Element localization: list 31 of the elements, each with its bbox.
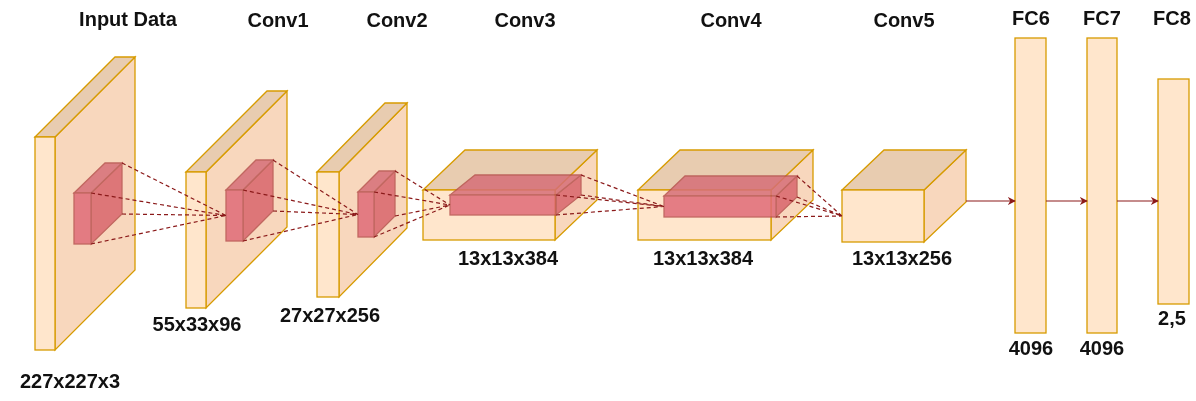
layer-title: Input Data xyxy=(79,8,177,30)
layer-title: FC6 xyxy=(1012,7,1050,29)
dimension-label: 55x33x96 xyxy=(152,313,242,335)
projection-line xyxy=(90,162,227,245)
dimension-label: 13x13x256 xyxy=(851,247,953,269)
kernel-block xyxy=(449,174,582,216)
layer-title: Conv2 xyxy=(366,9,428,31)
arrow xyxy=(1045,197,1088,205)
dimension-label: 27x27x256 xyxy=(279,304,381,326)
projection-line xyxy=(242,159,359,242)
dimension-label: 13x13x384 xyxy=(457,247,559,269)
dimension-label: 4096 xyxy=(1079,337,1125,359)
projection-line xyxy=(775,175,843,218)
arrow xyxy=(1116,197,1159,205)
dimension-label: 227x227x3 xyxy=(19,370,121,392)
layer-title: Conv5 xyxy=(873,9,935,31)
arrow xyxy=(965,197,1016,205)
layer-title: FC8 xyxy=(1153,7,1191,29)
kernel-block xyxy=(73,162,123,245)
kernel-block xyxy=(663,175,798,218)
layer-title: Conv4 xyxy=(700,9,762,31)
dimension-label: 13x13x384 xyxy=(652,247,754,269)
projection-line xyxy=(373,170,451,238)
projection-line xyxy=(555,174,665,216)
layer-title: Conv1 xyxy=(247,9,309,31)
layer-title: FC7 xyxy=(1083,7,1121,29)
dimension-label: 4096 xyxy=(1008,337,1054,359)
layer-title: Conv3 xyxy=(494,9,556,31)
kernel-block xyxy=(357,170,396,238)
dimension-label: 2,5 xyxy=(1158,307,1186,329)
kernel-block xyxy=(225,159,274,242)
